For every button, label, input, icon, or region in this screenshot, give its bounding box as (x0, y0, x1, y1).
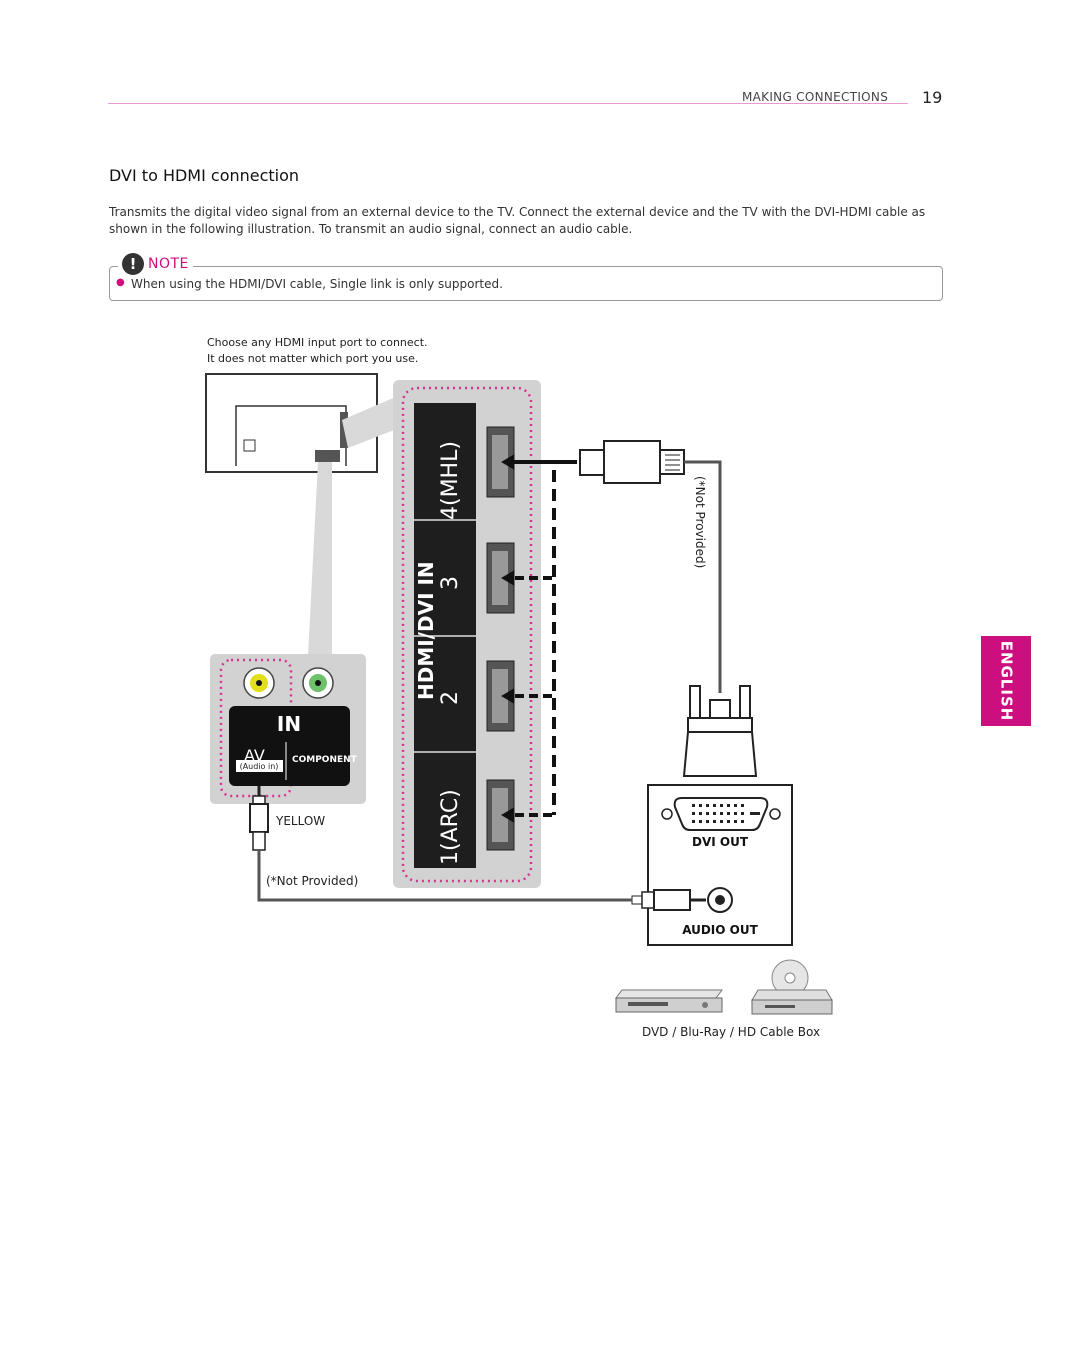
diagram-caption: Choose any HDMI input port to connect. I… (207, 335, 428, 367)
yellow-label: YELLOW (275, 814, 325, 828)
device-output-panel: DVI OUT AUDIO OUT (647, 784, 793, 946)
intro-paragraph: Transmits the digital video signal from … (109, 205, 926, 236)
language-tab[interactable]: ENGLISH (981, 636, 1031, 726)
caption-line-1: Choose any HDMI input port to connect. (207, 336, 428, 349)
note-bullet-icon: ● (116, 277, 125, 288)
audio-out-label: AUDIO OUT (682, 923, 758, 937)
hdmi-dvi-in-label: HDMI/DVI IN (414, 561, 438, 700)
in-label: IN (277, 712, 301, 736)
audio-plug-device (631, 889, 706, 911)
hdmi-port-1 (486, 779, 515, 851)
audio-cable (257, 850, 632, 902)
devices-label: DVD / Blu-Ray / HD Cable Box (642, 1025, 820, 1039)
port-label-3: 3 (438, 576, 463, 590)
header-section-title: MAKING CONNECTIONS (742, 90, 889, 104)
dvi-plug (682, 685, 758, 777)
zoom-wedge-av (308, 462, 332, 656)
disc-player-illustration (751, 959, 833, 1015)
port-label-2: 2 (438, 691, 463, 705)
av-input-panel: IN AV (Audio in) COMPONENT (210, 654, 366, 804)
header-rule (108, 103, 908, 104)
hdmi-cable-arrows (501, 454, 577, 823)
audio-plug-tv (249, 786, 269, 851)
port-label-1: 1(ARC) (438, 789, 463, 865)
note-item: When using the HDMI/DVI cable, Single li… (131, 277, 503, 291)
exclamation-icon: ! (122, 253, 144, 275)
note-header: ! NOTE (118, 253, 193, 275)
dvd-player-illustration (615, 989, 723, 1013)
zoom-wedge-hdmi (342, 392, 407, 448)
port-label-4: 4(MHL) (438, 441, 463, 520)
note-label: NOTE (148, 256, 189, 272)
note-box (109, 266, 943, 301)
section-title: DVI to HDMI connection (109, 166, 300, 185)
not-provided-hdmi-label: (*Not Provided) (693, 476, 707, 568)
not-provided-audio-label: (*Not Provided) (266, 874, 358, 888)
hdmi-plug (579, 440, 685, 484)
hdmi-port-4 (486, 426, 515, 498)
hdmi-port-3 (486, 542, 515, 614)
caption-line-2: It does not matter which port you use. (207, 352, 419, 365)
dvi-out-label: DVI OUT (692, 835, 749, 849)
hdmi-dvi-cable (684, 460, 722, 693)
page-number: 19 (922, 88, 943, 107)
component-label: COMPONENT (292, 755, 358, 765)
hdmi-panel: 4(MHL) 3 HDMI/DVI IN 2 1(ARC) (393, 380, 541, 888)
audio-in-label: (Audio in) (240, 762, 279, 771)
